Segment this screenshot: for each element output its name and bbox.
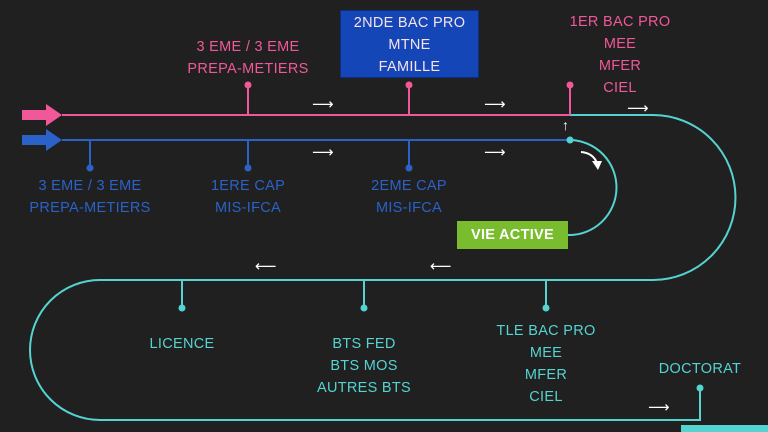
pink-entry-arrow <box>22 104 62 126</box>
right-arrow-icon: ⟶ <box>484 144 506 161</box>
blue-stop-marker <box>86 140 94 172</box>
stop-label-teal-licence: LICENCE <box>149 336 215 352</box>
teal-stop-marker <box>360 280 368 312</box>
teal-exit-curve <box>567 139 618 237</box>
bottom-edge-bar <box>681 425 768 432</box>
right-arrow-icon: ⟶ <box>312 144 334 161</box>
blue-stop-marker <box>405 140 413 172</box>
vie-active-box: VIE ACTIVE <box>457 221 568 249</box>
right-arrow-icon: ⟶ <box>312 96 334 113</box>
stop-label-teal-doctorat: DOCTORAT <box>658 361 742 377</box>
transfer-node <box>566 136 574 144</box>
teal-stop-marker <box>542 280 550 312</box>
right-arrow-icon: ⟶ <box>484 96 506 113</box>
curved-arrowhead-icon <box>592 161 602 170</box>
left-arrow-icon: ⟵ <box>430 258 452 275</box>
teal-stop-marker <box>178 280 186 312</box>
up-arrow-icon: ↑ <box>562 117 569 133</box>
blue-stop-marker <box>244 140 252 172</box>
right-arrow-icon: ⟶ <box>627 100 649 117</box>
doctorat-terminus <box>696 384 704 392</box>
left-arrow-icon: ⟵ <box>255 258 277 275</box>
right-arrow-icon: ⟶ <box>648 399 670 416</box>
pink-stop-marker <box>566 81 574 115</box>
teal-loop-track <box>29 114 737 421</box>
blue-entry-arrow <box>22 129 62 151</box>
pink-stop-marker <box>244 81 252 115</box>
pink-stop-marker <box>405 81 413 115</box>
